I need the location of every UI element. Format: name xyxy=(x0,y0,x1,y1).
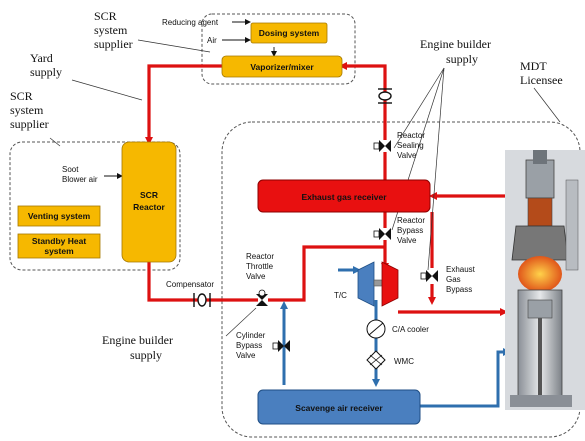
soot-blower-label-2: Blower air xyxy=(62,175,98,184)
pipe-vaporizer-to-reactor xyxy=(145,64,222,145)
engine-builder-bottom-label-1: Engine builder xyxy=(102,333,173,347)
pipe-engine-to-receiver xyxy=(429,192,514,258)
exhaust-gas-receiver xyxy=(257,179,431,213)
pipe-receiver-to-engine xyxy=(420,348,511,408)
ca-cooler-label: C/A cooler xyxy=(392,325,429,334)
engine-cross-section-icon xyxy=(505,150,585,410)
scr-supplier-top-label-3: supplier xyxy=(94,37,133,51)
wmc-label: WMC xyxy=(394,357,414,366)
venting-system-box xyxy=(17,205,101,227)
dosing-system-box xyxy=(250,22,328,44)
reactor-throttle-valve-icon xyxy=(256,289,268,306)
scr-reactor-box xyxy=(121,141,177,263)
reactor-sealing-label-1: Reactor xyxy=(397,131,425,140)
scr-supplier-top-label-2: system xyxy=(94,23,128,37)
scr-supplier-left-label-2: system xyxy=(10,103,44,117)
exhaust-gas-bypass-label-2: Gas xyxy=(446,275,461,284)
reactor-throttle-label-3: Valve xyxy=(246,272,266,281)
cylinder-bypass-valve-icon xyxy=(272,340,290,352)
scr-reactor-text-2: Reactor xyxy=(133,202,165,212)
scr-supplier-top-boundary xyxy=(201,13,356,85)
soot-blower-label-1: Soot xyxy=(62,165,79,174)
vaporizer-text: Vaporizer/mixer xyxy=(250,62,314,72)
air-label: Air xyxy=(207,36,217,45)
reactor-throttle-label-1: Reactor xyxy=(246,252,274,261)
yard-supply-label-2: supply xyxy=(30,65,62,79)
exhaust-gas-bypass-valve-icon xyxy=(420,270,438,282)
standby-heat-box xyxy=(17,233,101,259)
exhaust-gas-receiver-text: Exhaust gas receiver xyxy=(301,192,387,202)
pipe-sealing-to-vaporizer xyxy=(339,62,387,140)
standby-heat-text-2: system xyxy=(44,246,74,256)
engine-builder-top-label-2: supply xyxy=(446,52,478,66)
cylinder-bypass-label-2: Bypass xyxy=(236,341,262,350)
reactor-bypass-label-3: Valve xyxy=(397,236,417,245)
engine-builder-bottom-label-2: supply xyxy=(130,348,162,362)
vaporizer-box xyxy=(221,55,343,78)
mdt-licensee-label-2: Licensee xyxy=(520,73,563,87)
engine-builder-top-label-1: Engine builder xyxy=(420,37,491,51)
reducing-agent-label: Reducing agent xyxy=(162,18,219,27)
ca-cooler-icon xyxy=(366,319,386,339)
scr-reactor-text-1: SCR xyxy=(140,190,158,200)
pipe-throttle-to-junction xyxy=(268,245,385,302)
compensator-label: Compensator xyxy=(166,280,214,289)
reactor-sealing-label-2: Sealing xyxy=(397,141,424,150)
yard-supply-label-1: Yard xyxy=(30,51,53,65)
mdt-licensee-label-1: MDT xyxy=(520,59,547,73)
cylinder-bypass-label-3: Valve xyxy=(236,351,256,360)
exhaust-gas-bypass-label-1: Exhaust xyxy=(446,265,476,274)
upper-compensator-icon xyxy=(378,88,392,104)
air-piping xyxy=(280,266,511,408)
reactor-bypass-label-1: Reactor xyxy=(397,216,425,225)
wmc-icon xyxy=(366,350,386,370)
reactor-bypass-label-2: Bypass xyxy=(397,226,423,235)
reactor-throttle-label-2: Throttle xyxy=(246,262,274,271)
standby-heat-text-1: Standby Heat xyxy=(32,236,86,246)
exhaust-gas-bypass-label-3: Bypass xyxy=(446,285,472,294)
pipe-reactor-to-throttle xyxy=(147,262,258,302)
input-arrows xyxy=(104,19,277,179)
compensator-icon xyxy=(193,293,211,307)
tc-label: T/C xyxy=(334,291,347,300)
scr-supplier-top-label-1: SCR xyxy=(94,9,117,23)
cylinder-bypass-label-1: Cylinder xyxy=(236,331,266,340)
dosing-system-text: Dosing system xyxy=(259,28,320,38)
scavenge-air-receiver-text: Scavenge air receiver xyxy=(295,403,383,413)
scr-supplier-left-label-1: SCR xyxy=(10,89,33,103)
reactor-bypass-valve-icon xyxy=(373,228,391,240)
venting-system-text: Venting system xyxy=(28,211,91,221)
turbocharger-icon xyxy=(357,261,399,307)
reactor-sealing-valve-icon xyxy=(373,140,391,152)
reactor-sealing-label-3: Valve xyxy=(397,151,417,160)
scavenge-air-receiver xyxy=(257,389,421,425)
scr-supplier-left-boundary xyxy=(9,141,181,271)
scr-supplier-left-label-3: supplier xyxy=(10,117,49,131)
